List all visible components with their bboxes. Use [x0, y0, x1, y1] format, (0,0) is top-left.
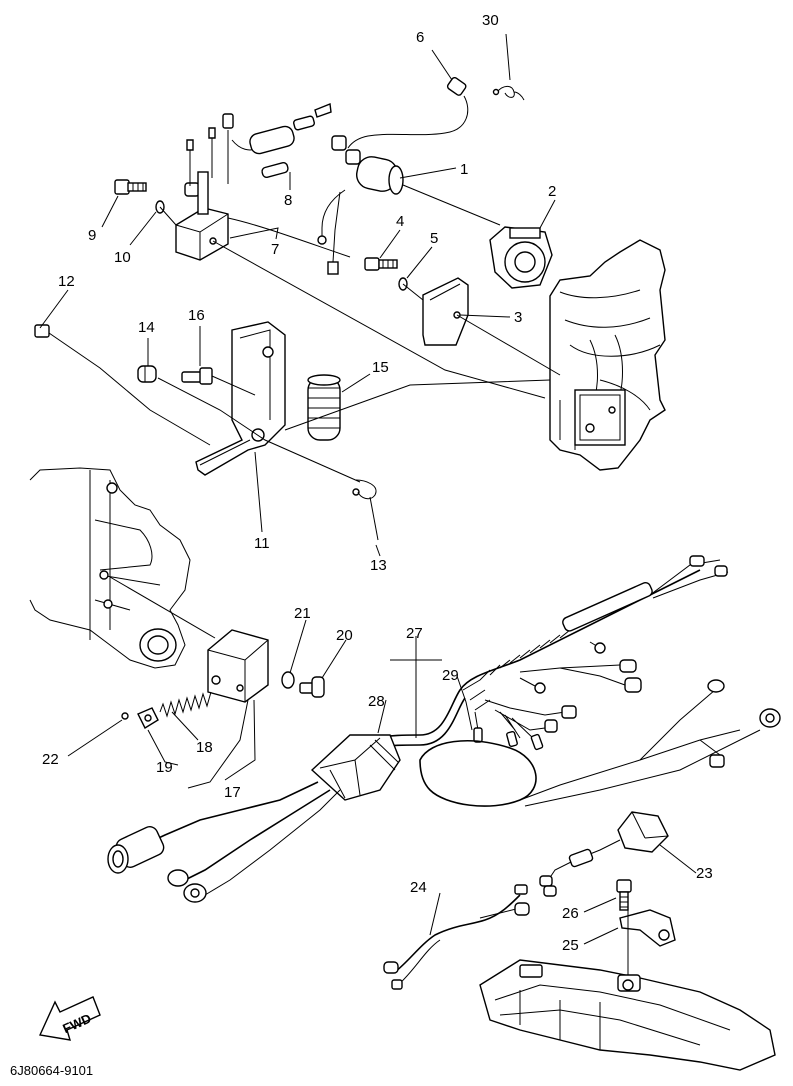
part-30-wire-clip	[492, 85, 525, 101]
callout-4: 4	[396, 213, 404, 230]
callout-18: 18	[196, 739, 213, 756]
part-11-mount-bracket	[195, 321, 286, 476]
callout-7: 7	[271, 241, 279, 258]
callout-16: 16	[188, 307, 205, 324]
callout-25: 25	[562, 937, 579, 954]
callout-20: 20	[336, 627, 353, 644]
callout-5: 5	[430, 230, 438, 247]
part-17-cdi-unit	[109, 576, 269, 703]
part-1-starter-relay	[317, 135, 404, 275]
part-29-grommet-loop	[419, 679, 781, 807]
callout-14: 14	[138, 319, 155, 336]
engine-bottom-cowl	[479, 959, 776, 1071]
callout-21: 21	[294, 605, 311, 622]
callout-13: 13	[370, 557, 387, 574]
part-20-bolt	[299, 676, 325, 698]
part-8-fuse	[249, 103, 332, 178]
callout-23: 23	[696, 865, 713, 882]
callout-28: 28	[368, 693, 385, 710]
callout-30: 30	[482, 12, 499, 29]
crankcase-outline	[29, 467, 191, 669]
part-19-grommet	[137, 707, 159, 729]
callout-17: 17	[224, 784, 241, 801]
part-6-lead-cap	[347, 76, 469, 149]
callout-1: 1	[460, 161, 468, 178]
part-26-bolt	[616, 879, 632, 911]
part-2-rubber-holder	[489, 226, 553, 289]
callout-22: 22	[42, 751, 59, 768]
callout-27: 27	[406, 625, 423, 642]
part-28-main-connector	[310, 734, 401, 801]
part-24-lead-wire	[383, 884, 530, 990]
part-3-bracket	[422, 277, 469, 346]
callout-15: 15	[372, 359, 389, 376]
part-21-washer	[281, 671, 295, 689]
callout-26: 26	[562, 905, 579, 922]
fwd-direction-arrow: FWD	[38, 996, 101, 1041]
part-18-spring	[159, 691, 212, 718]
part-23-pressure-switch	[539, 811, 669, 897]
part-13-wire-hook	[352, 479, 379, 541]
assembly-lines-upper	[157, 184, 561, 483]
callout-6: 6	[416, 29, 424, 46]
callout-29: 29	[442, 667, 459, 684]
callout-2: 2	[548, 183, 556, 200]
part-4-bolt	[364, 257, 398, 271]
callout-12: 12	[58, 273, 75, 290]
callout-11: 11	[254, 535, 270, 552]
callout-3: 3	[514, 309, 522, 326]
part-15-grommet-stack	[307, 374, 341, 441]
callout-19: 19	[156, 759, 173, 776]
part-14-screw	[137, 365, 157, 383]
part-27-wire-harness	[329, 555, 729, 767]
drawing-code: 6J80664-9101	[10, 1063, 93, 1078]
callout-9: 9	[88, 227, 96, 244]
part-25-clamp	[619, 905, 676, 975]
callout-24: 24	[410, 879, 427, 896]
part-22-clip	[121, 712, 129, 720]
callout-leaders	[39, 33, 697, 945]
part-9-screw	[114, 179, 147, 195]
part-12-ground-lead	[34, 324, 211, 446]
callout-8: 8	[284, 192, 292, 209]
callout-10: 10	[114, 249, 131, 266]
part-7-rectifier-box	[175, 113, 259, 261]
callout-labels: 30 6 1 2 4 5 3 8 9 10 7 12 14 16 15 11 1…	[42, 12, 713, 954]
engine-block-upper	[549, 239, 666, 471]
harness-front-leads	[107, 781, 341, 903]
part-16-bolt	[181, 367, 213, 385]
